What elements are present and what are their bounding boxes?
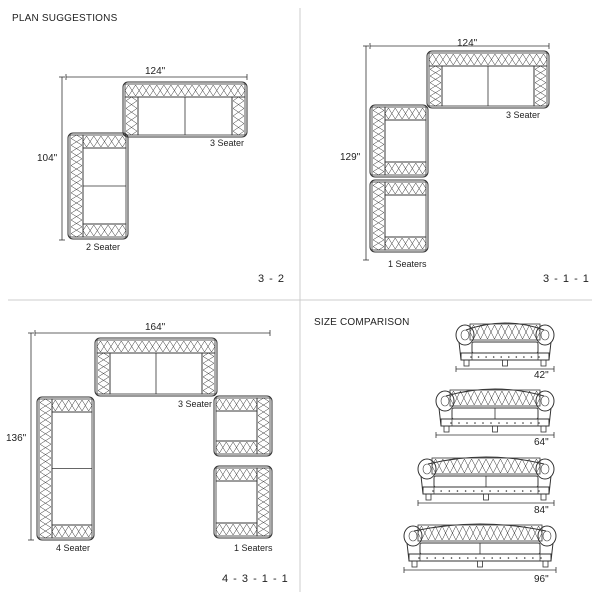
panel-c-height-label: 136" — [6, 433, 27, 444]
front-sofa-64-dimension — [435, 432, 555, 438]
panel-b-1seaters-label: 1 Seaters — [388, 259, 427, 269]
panel-b-3seater-label: 3 Seater — [506, 110, 541, 120]
front-sofa-42 — [455, 322, 555, 367]
panel-c-3seater-label: 3 Seater — [178, 399, 213, 409]
panel-a-2seater-label: 2 Seater — [86, 242, 121, 252]
panel-a-height-label: 104" — [37, 153, 58, 164]
panel-a-width-label: 124" — [145, 66, 166, 77]
panel-c-code: 4 - 3 - 1 - 1 — [222, 573, 289, 585]
size-label-96: 96" — [534, 574, 549, 585]
front-sofa-84 — [417, 456, 555, 501]
panel-c-1-seater-bottom — [213, 465, 273, 539]
panel-c-4-seater — [36, 396, 95, 541]
panel-b-width-dimension — [369, 43, 550, 49]
front-sofa-64 — [435, 388, 555, 433]
front-sofa-96 — [403, 523, 557, 568]
front-sofa-84-dimension — [417, 500, 555, 506]
plan-suggestions-title: PLAN SUGGESTIONS — [12, 13, 118, 24]
front-sofa-96-dimension — [403, 567, 557, 573]
panel-b-1-seater-top — [369, 104, 429, 178]
panel-a-height-dimension — [59, 76, 65, 241]
panel-b-3-seater — [426, 50, 550, 109]
panel-c-4seater-label: 4 Seater — [56, 543, 91, 553]
size-label-84: 84" — [534, 505, 549, 516]
panel-b-1-seater-bottom — [369, 179, 429, 253]
size-comparison-title: SIZE COMPARISON — [314, 317, 410, 328]
panel-a-2-seater — [67, 132, 129, 240]
panel-a-code: 3 - 2 — [258, 273, 286, 285]
front-sofa-42-dimension — [455, 366, 555, 372]
panel-c-3-seater — [94, 337, 218, 397]
panel-c-1seaters-label: 1 Seaters — [234, 543, 273, 553]
size-label-64: 64" — [534, 437, 549, 448]
panel-c-width-dimension — [34, 330, 271, 336]
panel-b-code: 3 - 1 - 1 — [543, 273, 590, 285]
panel-b-height-label: 129" — [340, 152, 361, 163]
panel-c-1-seater-top — [213, 395, 273, 457]
panel-c-height-dimension — [28, 332, 34, 541]
panel-b-width-label: 124" — [457, 38, 478, 49]
panel-a-3-seater — [122, 81, 248, 138]
panel-b-height-dimension — [363, 45, 369, 261]
panel-c-width-label: 164" — [145, 322, 166, 333]
size-label-42: 42" — [534, 370, 549, 381]
panel-a-3seater-label: 3 Seater — [210, 138, 245, 148]
panel-a-width-dimension — [65, 74, 248, 80]
